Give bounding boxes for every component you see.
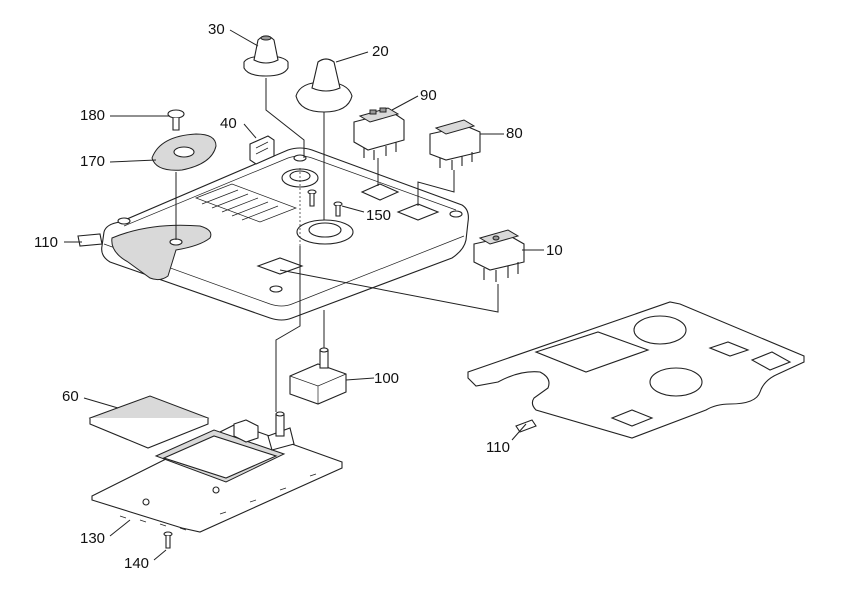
callout-140: 140 — [124, 555, 149, 572]
callout-110-left: 110 — [34, 234, 58, 251]
callout-80: 80 — [506, 125, 523, 142]
callout-10: 10 — [546, 242, 563, 259]
callout-180: 180 — [80, 107, 105, 124]
knob-30 — [243, 35, 289, 77]
switch-10 — [473, 229, 525, 282]
cable-110-left — [77, 233, 103, 247]
pcb-130 — [91, 411, 343, 533]
callout-90: 90 — [420, 87, 437, 104]
screw-140 — [163, 531, 173, 549]
callout-130: 130 — [80, 530, 105, 547]
callout-20: 20 — [372, 43, 389, 60]
knob-20 — [295, 58, 353, 113]
callout-110-right: 110 — [486, 439, 510, 456]
clip-40 — [249, 135, 275, 165]
pad-60 — [88, 395, 210, 449]
potentiometer-100 — [289, 347, 347, 405]
callout-leaders — [64, 29, 544, 561]
switch-80 — [429, 119, 481, 170]
callout-30: 30 — [208, 21, 225, 38]
callout-150: 150 — [366, 207, 391, 224]
base-plate-outline — [467, 301, 805, 439]
assembly-lines — [175, 78, 499, 412]
switch-90 — [353, 107, 405, 160]
callout-100: 100 — [374, 370, 399, 387]
callout-60: 60 — [62, 388, 79, 405]
screw-180 — [167, 109, 185, 131]
screws-150 — [307, 189, 343, 217]
callout-170: 170 — [80, 153, 105, 170]
callout-40: 40 — [220, 115, 237, 132]
handle-170 — [151, 133, 217, 171]
housing-base — [101, 147, 469, 321]
